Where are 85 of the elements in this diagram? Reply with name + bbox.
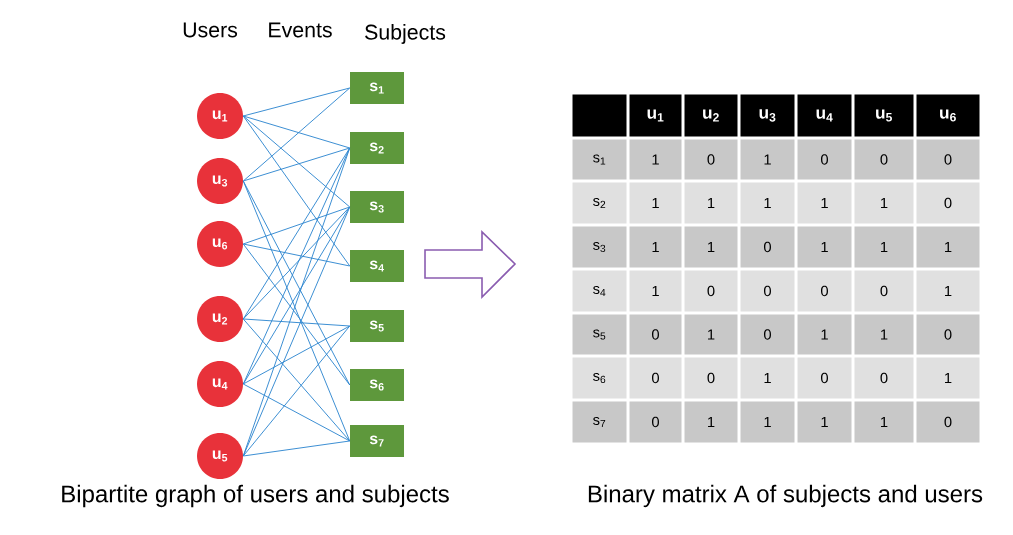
subject-box: s$_{2}$ <box>350 132 404 164</box>
table-cell: 1 <box>629 270 682 312</box>
edge-line <box>242 87 351 182</box>
table-cell: 1 <box>629 182 682 224</box>
subject-box: s$_{4}$ <box>350 250 404 282</box>
table-cell: 1 <box>797 182 852 224</box>
table-cell: 0 <box>684 139 738 180</box>
caption: Bipartite graph of users and subjects <box>62 484 449 508</box>
table-cell: 1 <box>684 314 738 355</box>
table-cell: 1 <box>684 226 738 268</box>
table-cell: 1 <box>916 357 980 399</box>
table-cell: 1 <box>854 182 914 224</box>
edge-line <box>242 318 351 327</box>
table-cell: 1 <box>916 226 980 268</box>
edge-line <box>242 87 351 117</box>
table-cell: 0 <box>854 270 914 312</box>
table-cell: 0 <box>854 139 914 180</box>
table-cell: 1 <box>854 314 914 355</box>
subject-box: s$_{5}$ <box>350 310 404 342</box>
table-cell: 0 <box>629 314 682 355</box>
table-header-cell: u$_{5}$ <box>854 94 914 137</box>
subject-box: s$_{6}$ <box>350 369 404 401</box>
table-cell: 1 <box>740 182 795 224</box>
edge-line <box>242 115 351 208</box>
edge-line <box>242 206 351 245</box>
table-cell: 1 <box>854 226 914 268</box>
table-cell: 0 <box>797 139 852 180</box>
table-cell: 1 <box>740 139 795 180</box>
edge-line <box>242 325 351 457</box>
edge-line <box>242 115 351 149</box>
subject-box: s$_{7}$ <box>350 425 404 457</box>
column-heading: Users <box>183 22 238 38</box>
table-cell: 0 <box>629 357 682 399</box>
row-header-cell: s$_{1}$ <box>572 139 627 180</box>
table-cell: 0 <box>916 314 980 355</box>
edge-line <box>242 318 351 442</box>
table-cell: 0 <box>797 357 852 399</box>
subject-box: s$_{3}$ <box>350 191 404 223</box>
table-header-cell: u$_{3}$ <box>740 94 795 137</box>
row-header-cell: s$_{4}$ <box>572 270 627 312</box>
column-heading: Subjects <box>365 24 446 44</box>
table-cell: 0 <box>797 270 852 312</box>
row-header-cell: s$_{6}$ <box>572 357 627 399</box>
row-header-cell: s$_{7}$ <box>572 401 627 443</box>
edge-line <box>242 325 351 385</box>
table-cell: 0 <box>740 226 795 268</box>
subject-box: s$_{1}$ <box>350 72 404 104</box>
table-cell: 1 <box>797 226 852 268</box>
column-heading: Events <box>269 22 332 38</box>
edge-line <box>242 243 351 267</box>
row-header-cell: s$_{3}$ <box>572 226 627 268</box>
table-cell: 1 <box>740 357 795 399</box>
table-cell: 0 <box>916 182 980 224</box>
table-header-cell: u$_{1}$ <box>629 94 682 137</box>
edge-line <box>242 243 351 386</box>
row-header-cell: s$_{5}$ <box>572 314 627 355</box>
table-cell: 1 <box>797 314 852 355</box>
edge-line <box>242 440 351 457</box>
table-cell: 0 <box>916 139 980 180</box>
edge-line <box>242 206 351 320</box>
row-header-cell: s$_{2}$ <box>572 182 627 224</box>
table-cell: 0 <box>740 270 795 312</box>
table-cell: 1 <box>916 270 980 312</box>
edge-line <box>242 147 351 182</box>
table-cell: 0 <box>854 357 914 399</box>
edge-line <box>242 115 351 267</box>
table-cell: 0 <box>740 314 795 355</box>
table-cell: 1 <box>629 226 682 268</box>
table-header-cell: u$_{4}$ <box>797 94 852 137</box>
table-cell: 1 <box>854 401 914 443</box>
edge-line <box>242 147 351 320</box>
table-cell: 0 <box>629 401 682 443</box>
table-cell: 1 <box>684 182 738 224</box>
table-cell: 1 <box>797 401 852 443</box>
table-cell: 0 <box>916 401 980 443</box>
table-header-cell: u$_{2}$ <box>684 94 738 137</box>
table-cell: 0 <box>684 357 738 399</box>
table-cell: 1 <box>629 139 682 180</box>
edge-line <box>242 147 351 457</box>
caption: Binary matrix A of subjects and users <box>588 484 983 508</box>
edge-line <box>242 383 351 442</box>
table-cell: 0 <box>684 270 738 312</box>
table-cell: 1 <box>684 401 738 443</box>
table-header-cell: u$_{6}$ <box>916 94 980 137</box>
table-cell: 1 <box>740 401 795 443</box>
